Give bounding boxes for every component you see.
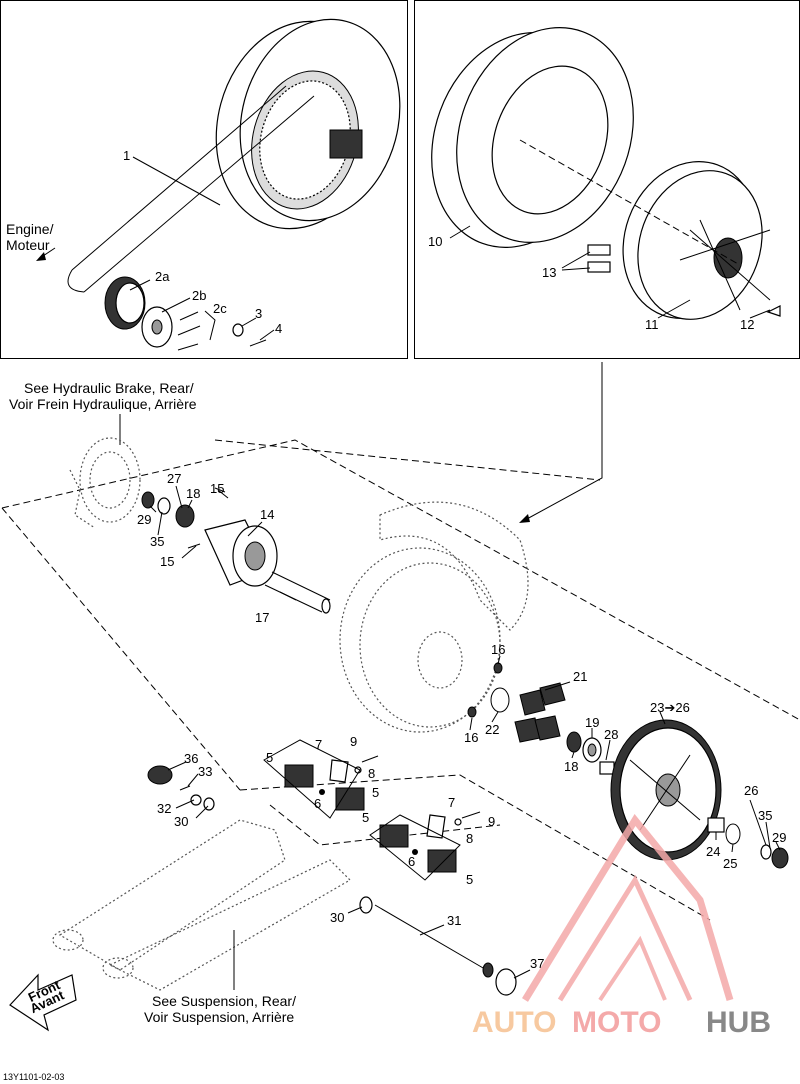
label-5-b: 5 (372, 785, 379, 800)
label-33: 33 (198, 764, 212, 779)
label-9-b: 9 (488, 814, 495, 829)
label-16-lower: 16 (464, 730, 478, 745)
watermark-auto: AUTO (472, 1006, 556, 1039)
label-22: 22 (485, 722, 499, 737)
label-17: 17 (255, 610, 269, 625)
label-2b: 2b (192, 288, 206, 303)
label-10: 10 (428, 234, 442, 249)
label-7-a: 7 (315, 737, 322, 752)
suspension-note-line2: Voir Suspension, Arrière (144, 1009, 294, 1025)
engine-note-line2: Moteur (6, 237, 50, 253)
wheel-hub (204, 519, 278, 587)
label-13: 13 (542, 265, 556, 280)
front-direction-arrow: Front Avant (9, 973, 77, 1032)
drawing-code: 13Y1101-02-03 (3, 1072, 64, 1082)
rim-connector-line (524, 362, 603, 521)
label-8-a: 8 (368, 766, 375, 781)
label-36: 36 (184, 751, 198, 766)
watermark-moto: MOTO (572, 1006, 661, 1039)
label-21: 21 (573, 669, 587, 684)
label-7-b: 7 (448, 795, 455, 810)
brake-note-line1: See Hydraulic Brake, Rear/ (24, 380, 194, 396)
label-35-left: 35 (150, 534, 164, 549)
label-26: 26 (744, 783, 758, 798)
label-5-d: 5 (466, 872, 473, 887)
label-27: 27 (167, 471, 181, 486)
label-30-left: 30 (174, 814, 188, 829)
belt-drive-panel (0, 0, 408, 359)
brake-disc (69, 437, 141, 529)
label-18-left: 18 (186, 486, 200, 501)
dotted-wheel-tire (339, 501, 529, 733)
engine-note-line1: Engine/ (6, 221, 54, 237)
label-4: 4 (275, 321, 282, 336)
label-35-right: 35 (758, 808, 772, 823)
label-29-right: 29 (772, 830, 786, 845)
label-1: 1 (123, 148, 130, 163)
label-37: 37 (530, 956, 544, 971)
tire-rim-panel (414, 0, 800, 359)
label-23-26: 23➔26 (650, 700, 690, 715)
label-30-right: 30 (330, 910, 344, 925)
label-2a: 2a (155, 269, 170, 284)
brake-note-line2: Voir Frein Hydraulique, Arrière (9, 396, 197, 412)
cush-drive-rubbers (514, 682, 566, 743)
label-15-upper: 15 (210, 481, 224, 496)
label-2c: 2c (213, 301, 227, 316)
label-18-right: 18 (564, 759, 578, 774)
label-14: 14 (260, 507, 274, 522)
suspension-note-line1: See Suspension, Rear/ (152, 993, 296, 1009)
label-6-b: 6 (408, 854, 415, 869)
label-31: 31 (447, 913, 461, 928)
label-24: 24 (706, 844, 720, 859)
label-28: 28 (604, 727, 618, 742)
label-5-a: 5 (266, 750, 273, 765)
swingarm (52, 819, 351, 991)
label-12: 12 (740, 317, 754, 332)
label-11: 11 (645, 317, 659, 332)
label-19: 19 (585, 715, 599, 730)
label-15-lower: 15 (160, 554, 174, 569)
assembly-boundary (1, 439, 800, 791)
label-16-upper: 16 (491, 642, 505, 657)
label-29-left: 29 (137, 512, 151, 527)
label-8-b: 8 (466, 831, 473, 846)
rear-sprocket (610, 719, 722, 861)
watermark-hub: HUB (706, 1006, 771, 1039)
label-25: 25 (723, 856, 737, 871)
axle-adjuster-group-2 (369, 811, 481, 881)
label-6-a: 6 (314, 796, 321, 811)
label-3: 3 (255, 306, 262, 321)
label-32: 32 (157, 801, 171, 816)
label-9-a: 9 (350, 734, 357, 749)
label-5-c: 5 (362, 810, 369, 825)
axle-adjuster-group-1 (263, 739, 379, 819)
automotohub-watermark (522, 813, 734, 1002)
